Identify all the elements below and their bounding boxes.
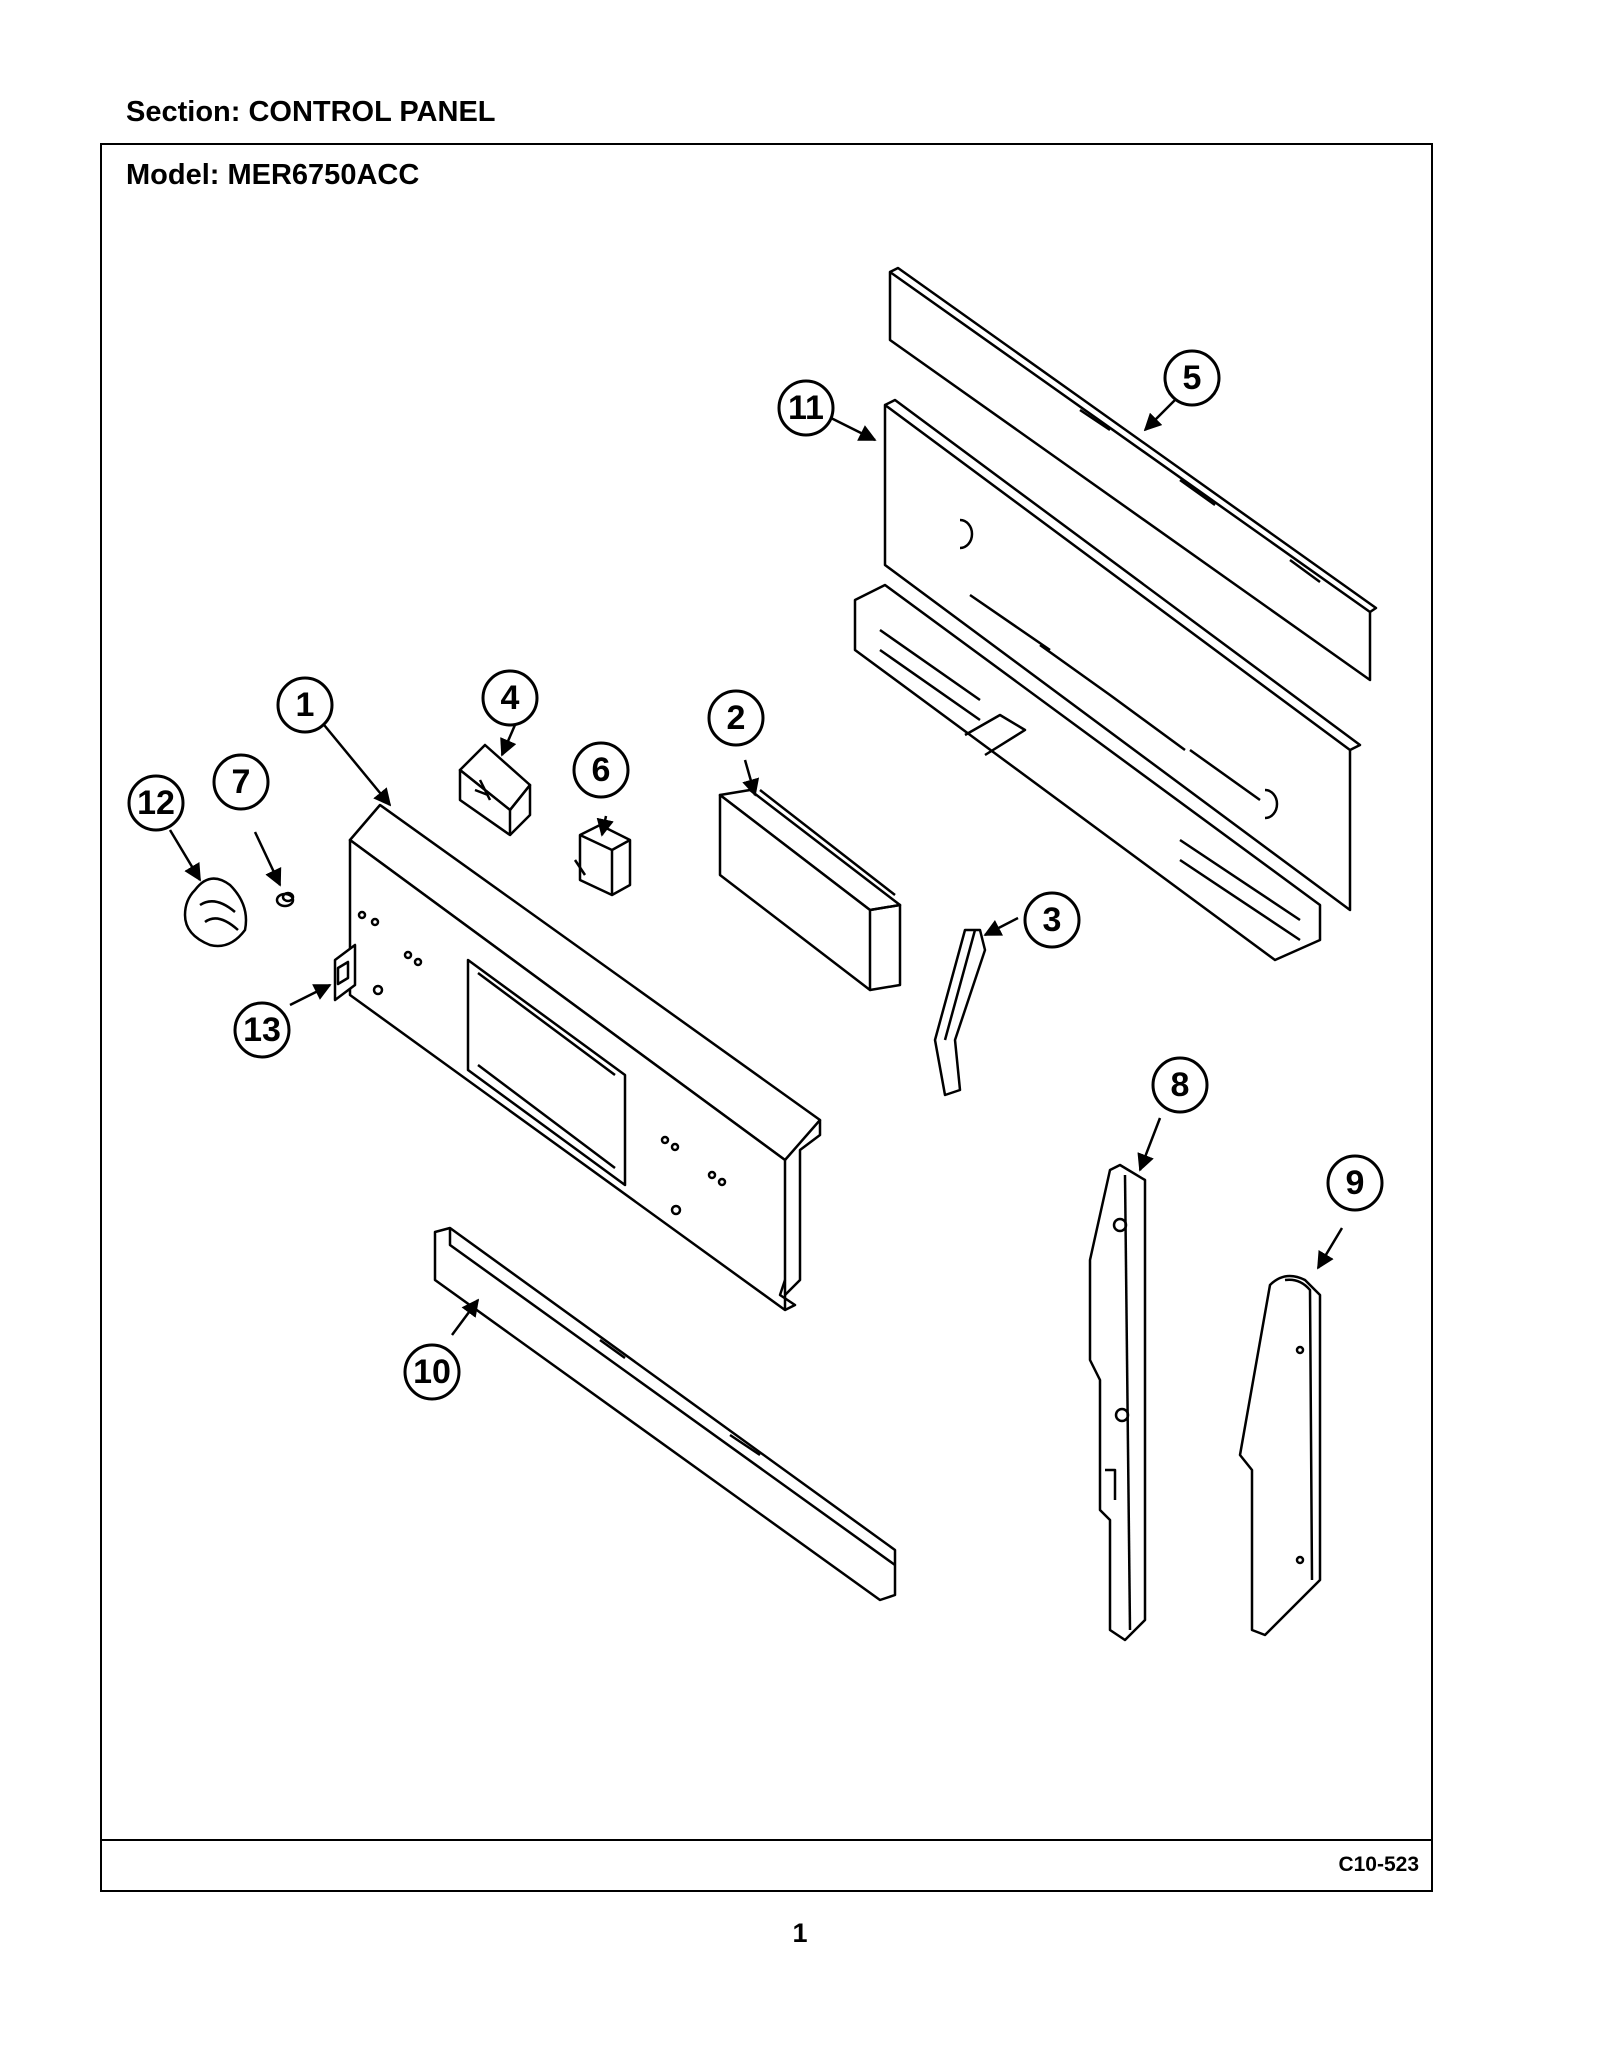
callout-10-circle — [403, 1343, 461, 1401]
callout-10-label: 10 — [413, 1353, 451, 1391]
footer-divider — [102, 1839, 1431, 1841]
callout-8-circle — [1151, 1056, 1209, 1114]
callout-7-label: 7 — [232, 763, 251, 801]
part-10-lower-trim — [433, 1226, 897, 1602]
callout-2-label: 2 — [727, 699, 746, 737]
part-13-indicator-light — [336, 960, 350, 986]
part-1-control-panel — [333, 803, 822, 1312]
callout-13-label: 13 — [243, 1011, 281, 1049]
section-title: Section: CONTROL PANEL — [126, 96, 496, 128]
callout-7-circle — [212, 753, 270, 811]
part-6-switch — [573, 823, 632, 897]
callout-3-label: 3 — [1043, 901, 1062, 939]
part-5-top-trim — [888, 266, 1378, 682]
callout-6-circle — [572, 741, 630, 799]
callout-1-circle — [276, 676, 334, 734]
callout-4-label: 4 — [501, 679, 520, 717]
callout-12-label: 12 — [137, 784, 175, 822]
callout-12-circle — [127, 774, 185, 832]
part-11-rear-backing — [853, 398, 1362, 962]
callout-4-circle — [481, 669, 539, 727]
part-4-timer — [458, 743, 532, 837]
callout-6-label: 6 — [592, 751, 611, 789]
page-number: 1 — [792, 1918, 808, 1948]
part-3-bracket — [933, 928, 987, 1097]
model-title: Model: MER6750ACC — [126, 159, 420, 191]
part-2-control-board — [718, 788, 902, 992]
callout-9-circle — [1326, 1154, 1384, 1212]
callout-5-label: 5 — [1183, 359, 1202, 397]
part-9-end-cap — [1238, 1274, 1322, 1637]
part-7-knob-insert — [275, 891, 295, 908]
callout-8-label: 8 — [1171, 1066, 1190, 1104]
part-8-side-bracket — [1088, 1163, 1147, 1642]
diagram-code: C10-523 — [1338, 1853, 1419, 1876]
callout-3-circle — [1023, 891, 1081, 949]
callout-11-circle — [777, 379, 835, 437]
callout-11-label: 11 — [788, 389, 824, 427]
diagram-frame: Model: MER6750ACC C10-523 — [100, 143, 1433, 1892]
callout-13-circle — [233, 1001, 291, 1059]
callout-5-circle — [1163, 349, 1221, 407]
part-12-knob — [183, 877, 248, 948]
callout-9-label: 9 — [1346, 1164, 1365, 1202]
callout-1-label: 1 — [296, 686, 315, 724]
callout-2-circle — [707, 689, 765, 747]
